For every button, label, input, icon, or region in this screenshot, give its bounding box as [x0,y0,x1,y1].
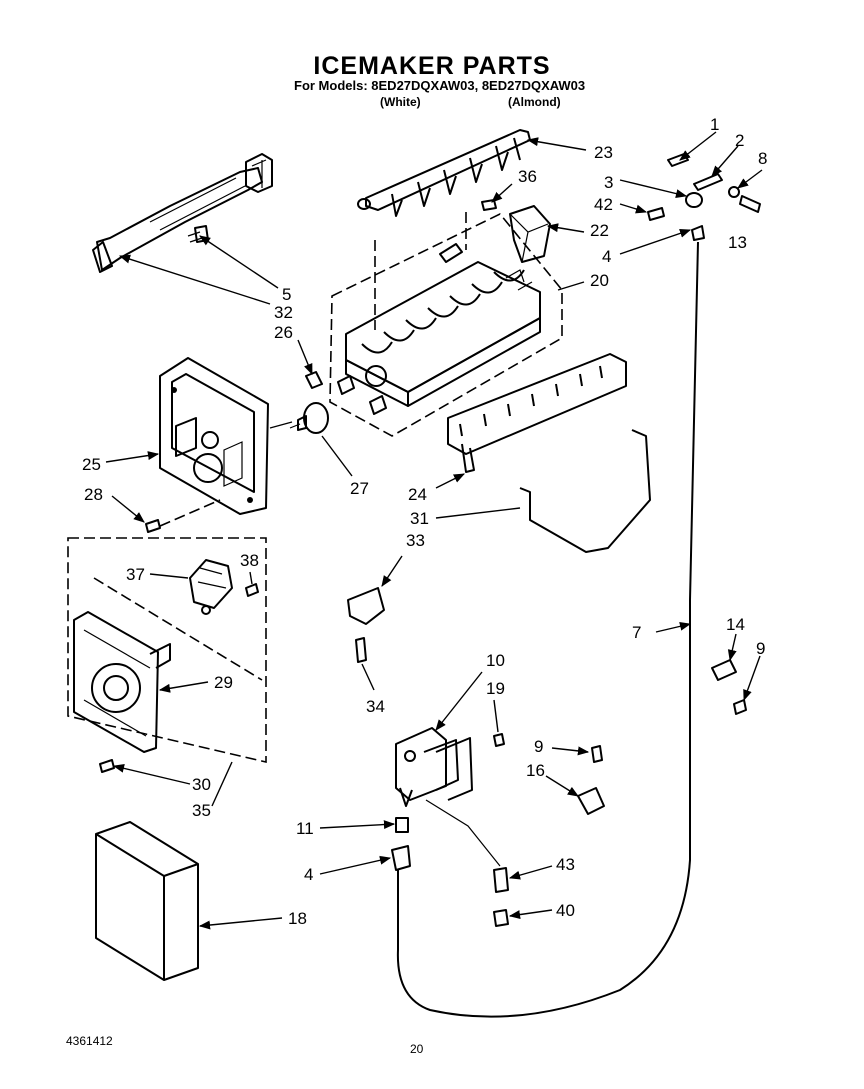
callout-22: 22 [590,221,609,240]
mold-part [337,243,541,415]
callout-3: 3 [604,173,613,192]
callout-33: 33 [406,531,425,550]
models-line: For Models: 8ED27DQXAW03, 8ED27DQXAW03 [294,78,586,93]
fitting-part-3 [685,192,703,208]
washer-part-8 [728,186,740,198]
doc-number: 4361412 [66,1034,113,1048]
callout-25: 25 [82,455,101,474]
page-title: ICEMAKER PARTS [313,52,551,80]
screw-part-2 [693,173,723,191]
callout-32: 32 [274,303,293,322]
fill-tube-part [92,153,273,273]
leader-lines [105,131,763,930]
screw-part-42 [647,207,665,221]
nut-part-11 [395,817,409,833]
screw-part-36 [481,199,497,211]
callout-38: 38 [240,551,259,570]
callout-31: 31 [410,509,429,528]
color-almond: (Almond) [508,95,561,109]
callout-7: 7 [632,623,641,642]
callout-13: 13 [728,233,747,252]
motor-part-37 [189,559,233,615]
callout-4-bottom: 4 [304,865,313,884]
clip-part-14 [711,659,737,681]
callout-28: 28 [84,485,103,504]
callout-24: 24 [408,485,427,504]
shutoff-arm-part-31 [519,429,651,553]
mold-dashed-outline [329,213,563,437]
water-valve-part [395,727,501,867]
callout-26: 26 [274,323,293,342]
clamp-part-16 [577,787,605,815]
callout-36: 36 [518,167,537,186]
callout-20: 20 [590,271,609,290]
callout-9-mid: 9 [534,737,543,756]
callout-14: 14 [726,615,745,634]
screw-part-9-mid [591,745,603,763]
page-number: 20 [410,1042,424,1056]
screw-part-9-right [733,699,747,715]
control-housing-part [159,357,269,515]
screw-part-13 [739,195,761,213]
screw-part-43 [493,867,509,893]
callout-16: 16 [526,761,545,780]
callout-42: 42 [594,195,613,214]
bracket-part-22 [509,205,551,263]
screw-part-34 [355,637,367,663]
grommet-part-4-top [691,225,705,241]
callout-8: 8 [758,149,767,168]
nut-part-40 [493,909,509,927]
plug-part-27 [289,402,329,434]
bracket-part-33 [347,587,385,625]
callout-29: 29 [214,673,233,692]
grommet-part-4-bottom [391,845,411,871]
callout-18: 18 [288,909,307,928]
screw-part-19 [493,733,505,747]
clip-part-26 [305,371,323,389]
screw-part-30 [99,759,115,773]
callout-37: 37 [126,565,145,584]
callout-4-top: 4 [602,247,611,266]
callout-9-right: 9 [756,639,765,658]
callout-1: 1 [710,115,719,134]
callout-11: 11 [296,819,314,838]
mount-plate-part-29 [73,611,171,753]
screw-part-28 [145,519,161,533]
screw-part-38 [245,583,259,597]
callout-10: 10 [486,651,505,670]
callout-labels: 1 2 3 4 4 5 7 8 9 9 10 11 13 14 16 18 19… [82,115,767,928]
callout-30: 30 [192,775,211,794]
motor-dashed-outline [67,537,267,764]
callout-40: 40 [556,901,575,920]
ejector-part [357,129,531,217]
callout-43: 43 [556,855,575,874]
callout-35: 35 [192,801,211,820]
water-tube-part-7 [396,241,699,1018]
callout-34: 34 [366,697,385,716]
callout-5: 5 [282,285,291,304]
box-part-18 [95,821,199,981]
stripper-part [447,353,627,473]
callout-19: 19 [486,679,505,698]
callout-2: 2 [735,131,744,150]
callout-27: 27 [350,479,369,498]
color-white: (White) [380,95,421,109]
callout-23: 23 [594,143,613,162]
